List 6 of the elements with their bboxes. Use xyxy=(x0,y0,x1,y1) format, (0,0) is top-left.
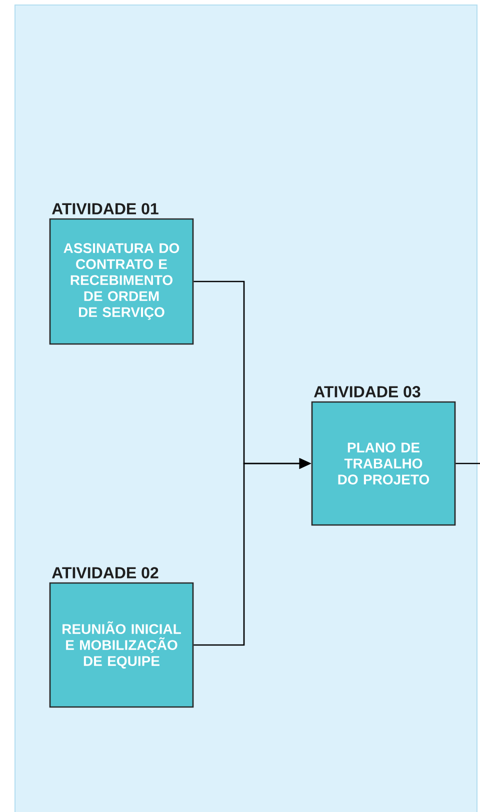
activity-box: PLANO DE TRABALHO DO PROJETO xyxy=(311,401,456,526)
activity-heading: ATIVIDADE 03 xyxy=(314,386,420,398)
activity-heading: ATIVIDADE 02 xyxy=(52,567,158,578)
activity-box: REUNIÃO INICIAL E MOBILIZAÇÃO DE EQUIPE xyxy=(49,582,194,708)
activity-box: ASSINATURA DO CONTRATO E RECEBIMENTO DE ORDEM DE SERVIÇO xyxy=(49,218,194,345)
activity-heading: ATIVIDADE 01 xyxy=(52,203,158,214)
